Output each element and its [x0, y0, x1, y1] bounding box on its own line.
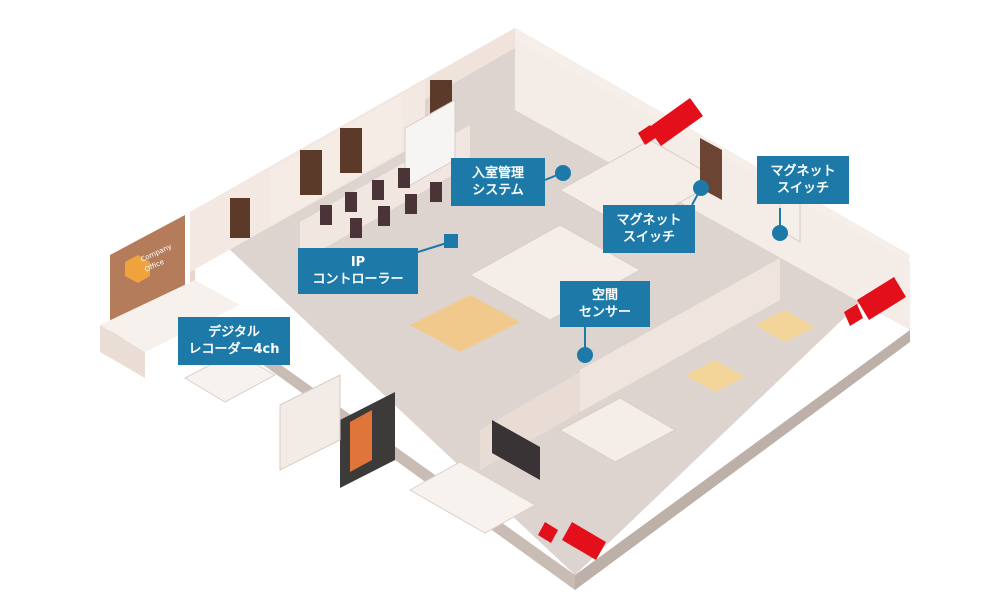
meeting-chairs	[320, 168, 442, 238]
reception-desk-front	[100, 325, 145, 378]
vending-machine-panel	[350, 410, 372, 472]
magnet-switch-center-label: マグネット スイッチ	[603, 205, 695, 253]
partition-wall-3	[580, 258, 780, 412]
magnet-switch-center-marker	[693, 180, 709, 196]
ip-controller-marker	[444, 234, 458, 248]
desk-cluster	[468, 224, 642, 321]
front-right-edge	[575, 330, 910, 590]
magnet-switch-right-label: マグネット スイッチ	[757, 156, 849, 204]
magnet-switch-right-marker	[772, 225, 788, 241]
elevator-box	[279, 374, 341, 471]
reception-desk-top	[100, 280, 240, 352]
space-sensor-label: 空間 センサー	[560, 281, 650, 327]
window	[230, 198, 250, 238]
entry-management-label: 入室管理 システム	[451, 158, 545, 206]
cafe-table	[755, 310, 815, 342]
entry-management-marker	[555, 165, 571, 181]
space-sensor-marker	[577, 347, 593, 363]
digital-recorder-label: デジタル レコーダー4ch	[178, 317, 290, 365]
security-camera-icon	[538, 522, 606, 560]
security-camera-icon	[638, 98, 703, 146]
desk-cluster	[410, 295, 520, 352]
cafe-table	[685, 360, 745, 392]
window	[340, 128, 362, 173]
ip-controller-label: IP コントローラー	[298, 248, 418, 294]
tv-screen	[492, 420, 540, 480]
sofa	[408, 461, 537, 534]
window	[300, 150, 322, 195]
company-logo-hexagon	[125, 255, 150, 283]
security-camera-icon	[844, 277, 906, 326]
desk-cluster	[558, 397, 677, 463]
